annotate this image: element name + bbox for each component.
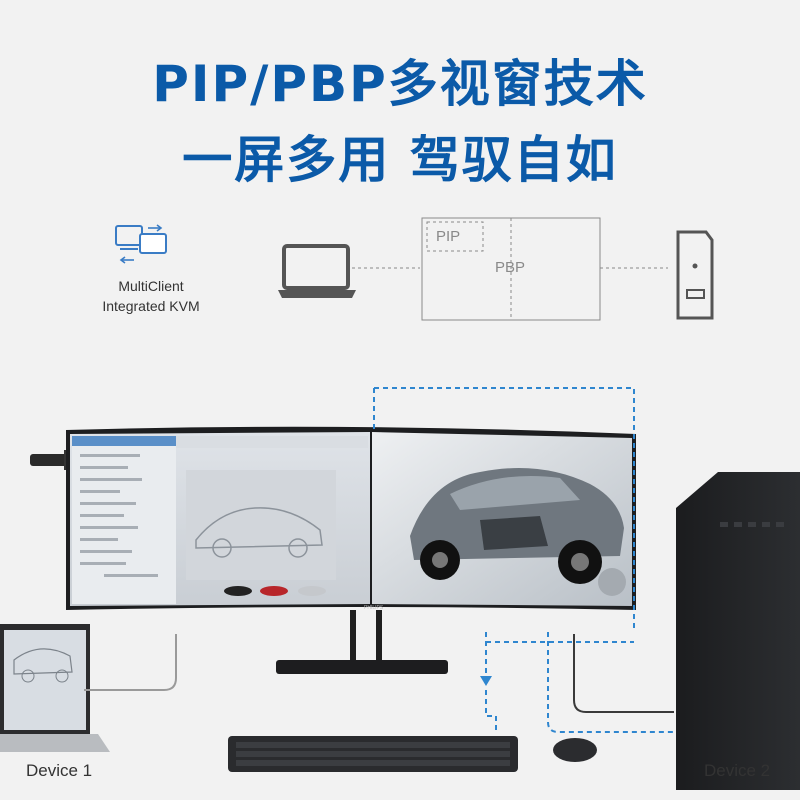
multi-window-icon	[115, 224, 167, 264]
desktop-tower-icon	[676, 230, 714, 320]
desktop-tower-device-2	[676, 472, 800, 790]
dashed-guide-lines	[373, 387, 676, 733]
laptop-icon	[278, 244, 356, 298]
cable-device-1	[84, 634, 177, 691]
kvm-label-line-1: MultiClient	[118, 278, 184, 294]
kvm-label-line-2: Integrated KVM	[102, 298, 200, 314]
headline-line-1: PIP/PBP多视窗技术	[152, 55, 648, 113]
arrow-down-icon	[480, 676, 492, 686]
headline-line-2: 一屏多用 驾驭自如	[182, 131, 618, 189]
car-render	[410, 468, 626, 596]
pip-label: PIP	[436, 228, 461, 245]
mouse	[553, 738, 597, 762]
device-2-label: Device 2	[704, 761, 771, 780]
desk-scene: PHILIPS	[0, 387, 800, 790]
cable-device-2	[573, 634, 674, 713]
monitor-brand-logo: PHILIPS	[364, 605, 384, 611]
device-1-label: Device 1	[26, 761, 93, 780]
monitor: PHILIPS	[66, 426, 636, 674]
pbp-label: PBP	[495, 259, 526, 276]
mail-sidebar	[72, 436, 176, 604]
laptop-device-1	[0, 624, 110, 752]
kvm-label: MultiClient Integrated KVM	[86, 276, 216, 316]
webcam	[30, 450, 70, 470]
pip-pbp-diagram	[278, 217, 714, 321]
